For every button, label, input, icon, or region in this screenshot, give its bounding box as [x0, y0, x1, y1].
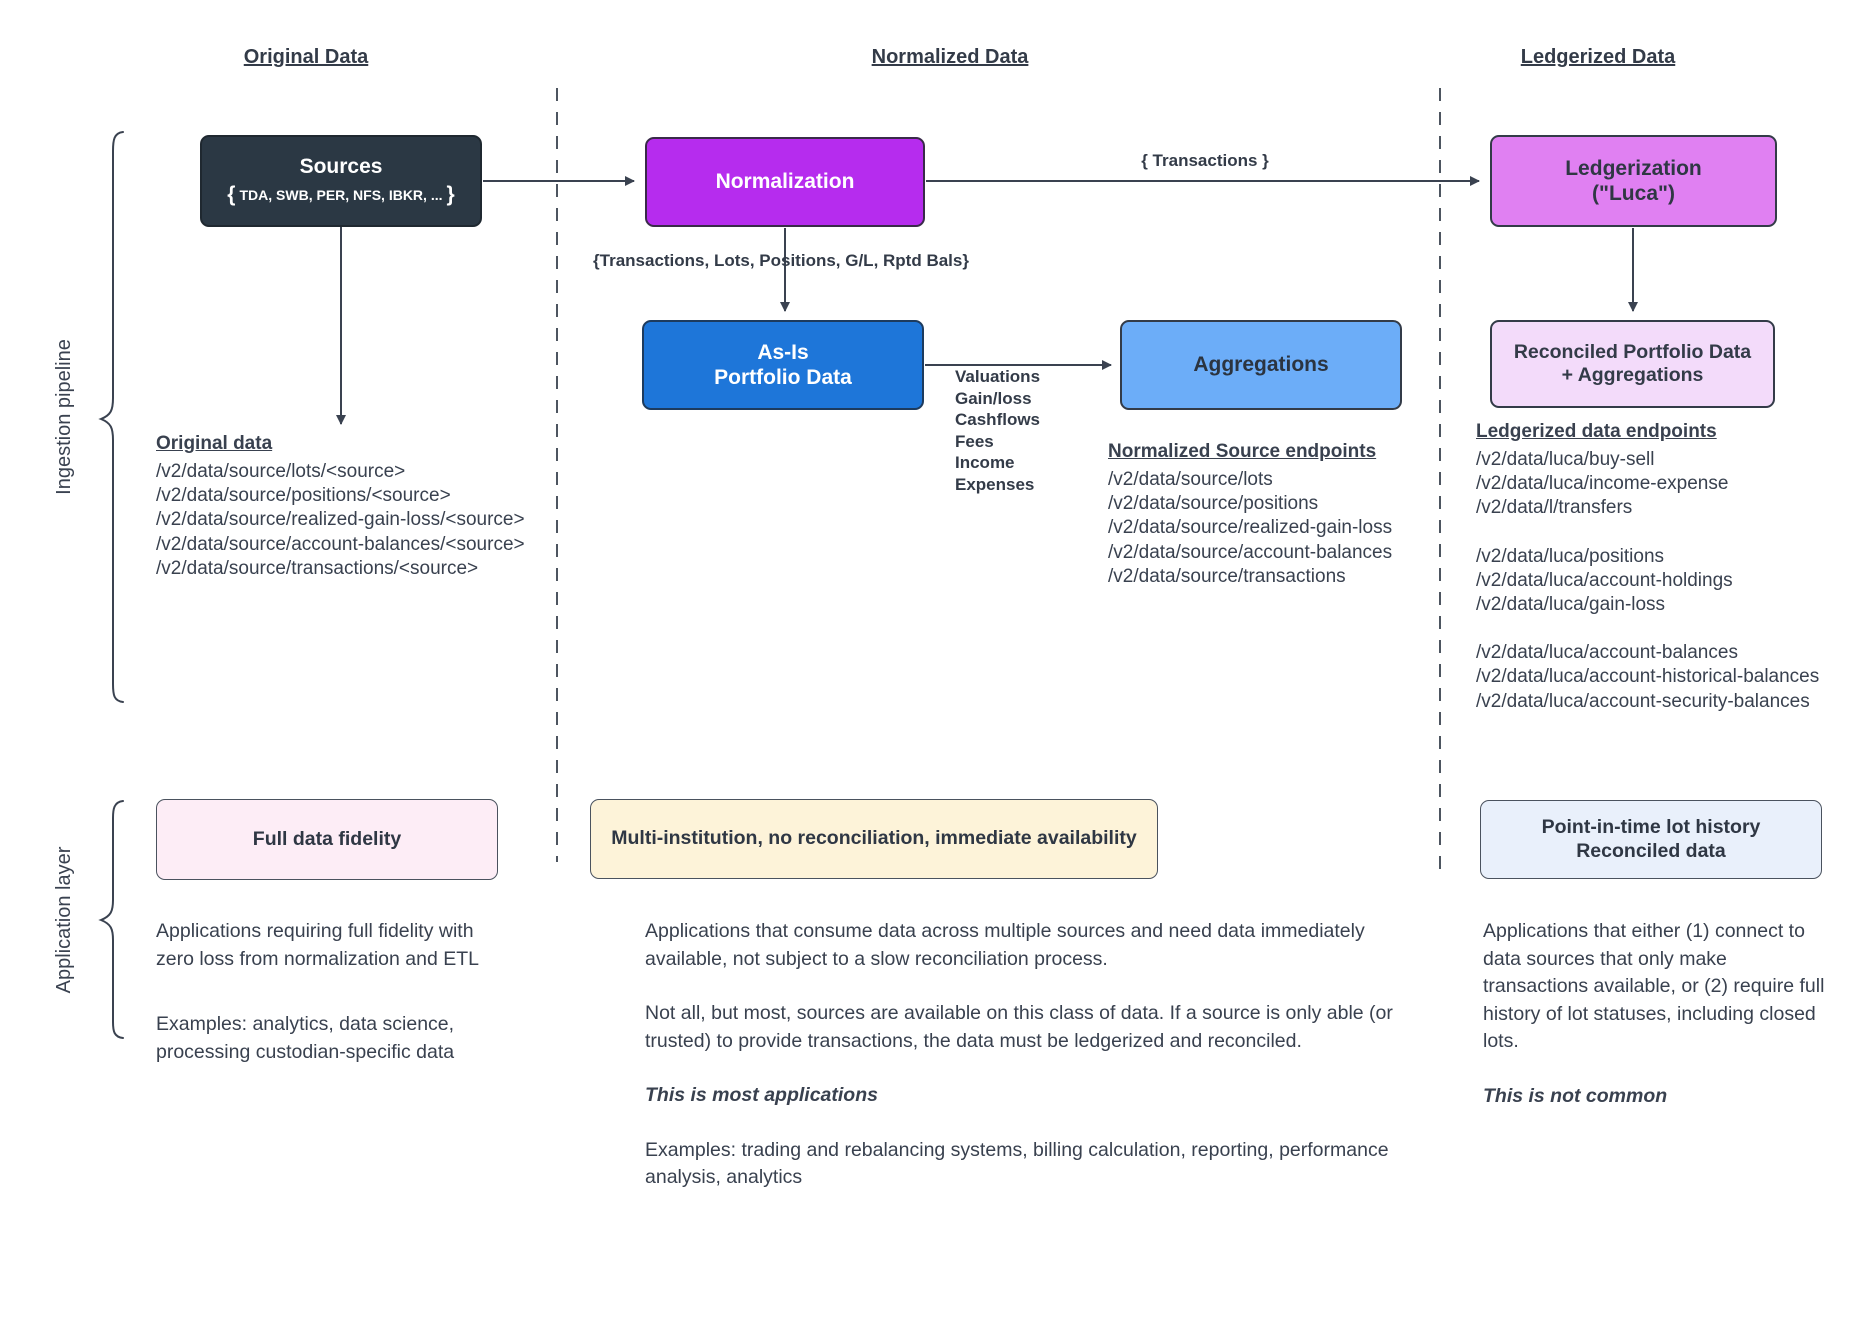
- close-brace: }: [446, 182, 455, 206]
- ledgerization-line2: ("Luca"): [1592, 182, 1675, 205]
- description-paragraph: Applications requiring full fidelity wit…: [156, 920, 479, 970]
- full-data-fidelity-label: Full data fidelity: [252, 827, 402, 850]
- endpoint-item: /v2/data/luca/income-expense: [1476, 473, 1729, 495]
- description-paragraph: Examples: trading and rebalancing system…: [645, 1138, 1389, 1189]
- multi-institution-label: Multi-institution, no reconciliation, im…: [611, 827, 1137, 850]
- aggregation-input-item: Gain/loss: [955, 388, 1032, 408]
- edge-label-normalization-outputs: {Transactions, Lots, Positions, G/L, Rpt…: [593, 251, 969, 270]
- node-as-is-portfolio-data: As-Is Portfolio Data: [642, 320, 924, 410]
- endpoint-item: /v2/data/luca/account-balances: [1476, 642, 1738, 664]
- endpoint-list-original-heading: Original data: [156, 433, 273, 454]
- endpoint-item: /v2/data/source/lots: [1108, 469, 1273, 490]
- node-normalization: Normalization: [645, 137, 925, 227]
- endpoint-item: /v2/data/luca/account-security-balances: [1476, 690, 1810, 712]
- endpoint-item: /v2/data/source/positions/<source>: [156, 485, 451, 507]
- column-header-ledgerized-data: Ledgerized Data: [1520, 46, 1676, 68]
- description-paragraph: Applications that consume data across mu…: [645, 920, 1365, 970]
- endpoint-group-transactions: /v2/data/luca/buy-sell/v2/data/luca/inco…: [1476, 448, 1819, 521]
- side-label-application-layer: Application layer: [53, 846, 75, 994]
- as-is-line2: Portfolio Data: [714, 366, 852, 389]
- endpoint-item: /v2/data/luca/account-holdings: [1476, 569, 1733, 591]
- node-aggregations: Aggregations: [1120, 320, 1402, 410]
- description-paragraph: Applications that either (1) connect to …: [1483, 920, 1825, 1052]
- side-label-ingestion-pipeline: Ingestion pipeline: [53, 339, 75, 495]
- endpoint-list-original-items: /v2/data/source/lots/<source> /v2/data/so…: [156, 460, 525, 581]
- aggregation-input-item: Expenses: [955, 474, 1035, 494]
- ledgerization-line1: Ledgerization: [1565, 156, 1702, 180]
- endpoint-item: /v2/data/source/transactions: [1108, 565, 1346, 587]
- endpoint-list-normalized: Normalized Source endpoints /v2/data/sou…: [1108, 441, 1392, 589]
- reconciled-line1: Reconciled Portfolio Data: [1513, 340, 1752, 363]
- description-emphasis: This is most applications: [645, 1084, 878, 1106]
- aggregation-input-item: Valuations: [955, 367, 1041, 386]
- endpoint-list-ledgerized: Ledgerized data endpoints /v2/data/luca/…: [1476, 421, 1819, 714]
- endpoint-item: /v2/data/source/realized-gain-loss/<sour…: [156, 509, 525, 531]
- node-reconciled-portfolio-data: Reconciled Portfolio Data + Aggregations: [1490, 320, 1775, 408]
- column-header-normalized-data: Normalized Data: [871, 46, 1029, 68]
- endpoint-group-positions: /v2/data/luca/positions/v2/data/luca/acc…: [1476, 545, 1819, 618]
- endpoint-item: /v2/data/luca/buy-sell: [1476, 449, 1655, 470]
- endpoint-item: /v2/data/source/account-balances/<source…: [156, 533, 525, 555]
- sources-title: Sources: [299, 155, 383, 179]
- aggregations-label: Aggregations: [1193, 353, 1329, 377]
- description-original-column: Applications requiring full fidelity wit…: [156, 918, 491, 1104]
- node-sources: Sources { TDA, SWB, PER, NFS, IBKR, ... …: [200, 135, 482, 227]
- aggregation-input-item: Fees: [955, 431, 994, 451]
- description-emphasis: This is not common: [1483, 1084, 1668, 1107]
- endpoint-item: /v2/data/luca/gain-loss: [1476, 594, 1666, 616]
- description-ledgerized-column: Applications that either (1) connect to …: [1483, 918, 1831, 1110]
- endpoint-item: /v2/data/luca/account-historical-balance…: [1476, 666, 1820, 688]
- aggregation-input-item: Cashflows: [955, 410, 1041, 430]
- endpoint-list-original: Original data /v2/data/source/lots/<sour…: [156, 433, 525, 581]
- sources-subtitle: { TDA, SWB, PER, NFS, IBKR, ... }: [227, 183, 454, 208]
- endpoint-item: /v2/data/source/lots/<source>: [156, 461, 406, 482]
- card-multi-institution: Multi-institution, no reconciliation, im…: [590, 799, 1158, 879]
- endpoint-item: /v2/data/source/positions: [1108, 493, 1319, 515]
- normalization-label: Normalization: [715, 170, 855, 194]
- card-full-data-fidelity: Full data fidelity: [156, 799, 498, 880]
- endpoint-item: /v2/data/source/account-balances: [1108, 541, 1393, 563]
- description-normalized-column: Applications that consume data across mu…: [645, 918, 1393, 1192]
- node-ledgerization-luca: Ledgerization ("Luca"): [1490, 135, 1777, 227]
- brace-ingestion-pipeline: [98, 131, 124, 703]
- aggregation-input-item: Income: [955, 453, 1015, 473]
- reconciled-line2: + Aggregations: [1561, 364, 1704, 386]
- endpoint-group-balances: /v2/data/luca/account-balances/v2/data/l…: [1476, 641, 1819, 714]
- open-brace: {: [227, 182, 236, 206]
- description-paragraph: Not all, but most, sources are available…: [645, 1002, 1393, 1052]
- endpoint-list-ledgerized-heading: Ledgerized data endpoints: [1476, 421, 1717, 442]
- endpoint-list-normalized-items: /v2/data/source/lots/v2/data/source/posi…: [1108, 468, 1392, 589]
- endpoint-item: /v2/data/source/transactions/<source>: [156, 557, 479, 579]
- point-in-time-line2: Reconciled data: [1576, 839, 1726, 862]
- card-point-in-time: Point-in-time lot history Reconciled dat…: [1480, 800, 1822, 879]
- endpoint-item: /v2/data/source/realized-gain-loss: [1108, 517, 1393, 539]
- sources-list: TDA, SWB, PER, NFS, IBKR, ...: [239, 186, 443, 203]
- endpoint-item: /v2/data/l/transfers: [1476, 497, 1633, 519]
- as-is-line1: As-Is: [757, 340, 809, 364]
- point-in-time-line1: Point-in-time lot history: [1541, 816, 1761, 839]
- brace-application-layer: [98, 800, 124, 1039]
- edge-label-transactions: { Transactions }: [1141, 151, 1269, 170]
- endpoint-list-normalized-heading: Normalized Source endpoints: [1108, 441, 1377, 462]
- column-header-original-data: Original Data: [243, 46, 369, 68]
- description-paragraph: Examples: analytics, data science, proce…: [156, 1013, 455, 1063]
- endpoint-item: /v2/data/luca/positions: [1476, 545, 1665, 567]
